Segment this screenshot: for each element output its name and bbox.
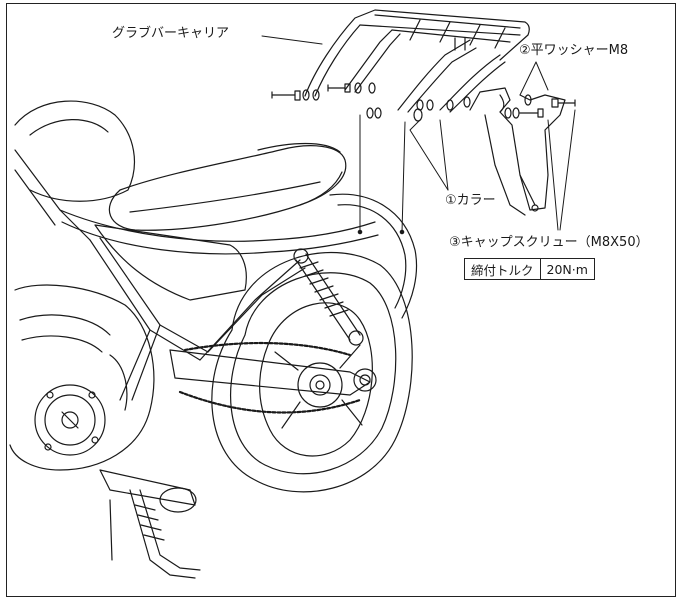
grab-bar-carrier-label: グラブバーキャリア [112,26,230,41]
torque-table: 締付トルク 20N·m [464,258,595,280]
fuel-tank [14,100,135,202]
cap-screw-label: ③キャップスクリュー（M8X50） [449,235,649,250]
flat-washer-label: ②平ワッシャーM8 [519,43,629,58]
fasteners [271,82,576,122]
torque-label-cell: 締付トルク [464,258,541,280]
rear-shock [293,248,364,346]
leader-lines [261,35,576,235]
rear-bracket [469,87,566,216]
engine [9,284,155,471]
torque-value-cell: 20N·m [539,258,595,280]
torque-row: 締付トルク 20N·m [464,258,595,280]
seat [108,142,347,231]
swingarm [169,341,377,414]
footpeg-and-stand [99,469,201,579]
frame-rails [14,149,379,401]
rear-wheel [211,251,413,493]
collar-label: ①カラー [445,193,496,208]
grab-bar-carrier [304,9,530,113]
